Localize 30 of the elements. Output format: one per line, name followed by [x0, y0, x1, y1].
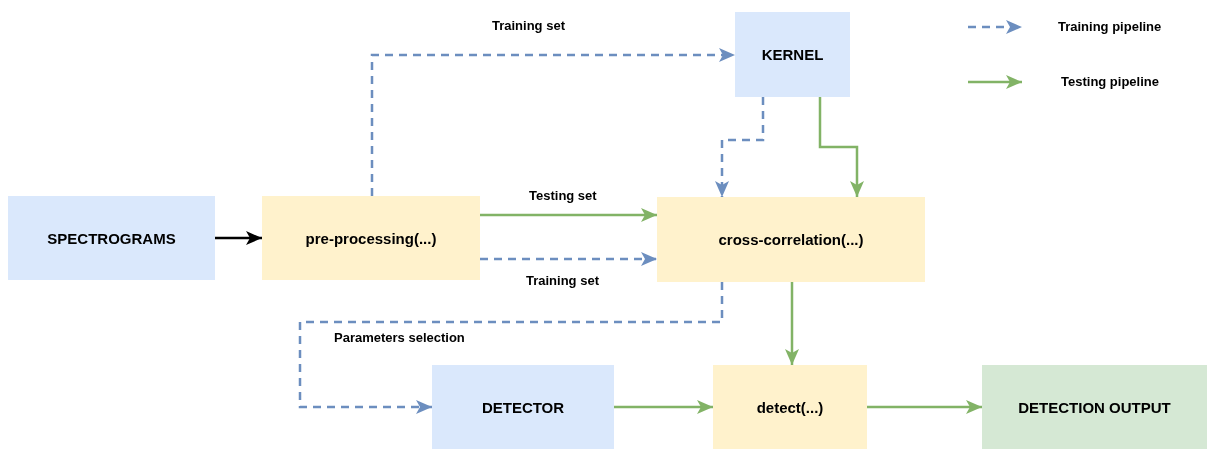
- process-box: [713, 365, 867, 449]
- edge-label: Testing set: [527, 188, 599, 203]
- box-label: DETECTOR: [481, 398, 565, 416]
- arrow: [867, 400, 982, 414]
- legend-label: Testing pipeline: [1061, 74, 1159, 89]
- process-box: [657, 197, 925, 282]
- edge-label: Training set: [490, 18, 567, 33]
- arrow: [818, 97, 864, 197]
- box-label: cross-correlation(...): [718, 231, 864, 248]
- box-label: SPECTROGRAMS: [47, 229, 176, 247]
- arrow: [370, 48, 735, 196]
- box-label: pre-processing(...): [305, 229, 437, 247]
- input-box: [8, 196, 215, 280]
- arrow: [298, 282, 724, 414]
- output-box: [982, 365, 1207, 449]
- box-label: KERNEL: [761, 46, 824, 63]
- legend-label: Training pipeline: [1058, 19, 1162, 34]
- box-label: detect(...): [756, 398, 824, 416]
- arrow: [215, 231, 262, 245]
- box-label: DETECTION OUTPUT: [1018, 398, 1171, 416]
- arrow: [614, 400, 713, 414]
- arrow: [480, 252, 657, 266]
- arrow: [715, 97, 765, 197]
- process-box: [262, 196, 480, 280]
- arrow: [480, 208, 657, 222]
- input-box: [735, 12, 850, 97]
- arrow: [785, 282, 799, 365]
- edge-label: Parameters selection: [332, 330, 467, 345]
- edge-label: Training set: [524, 273, 601, 288]
- input-box: [432, 365, 614, 449]
